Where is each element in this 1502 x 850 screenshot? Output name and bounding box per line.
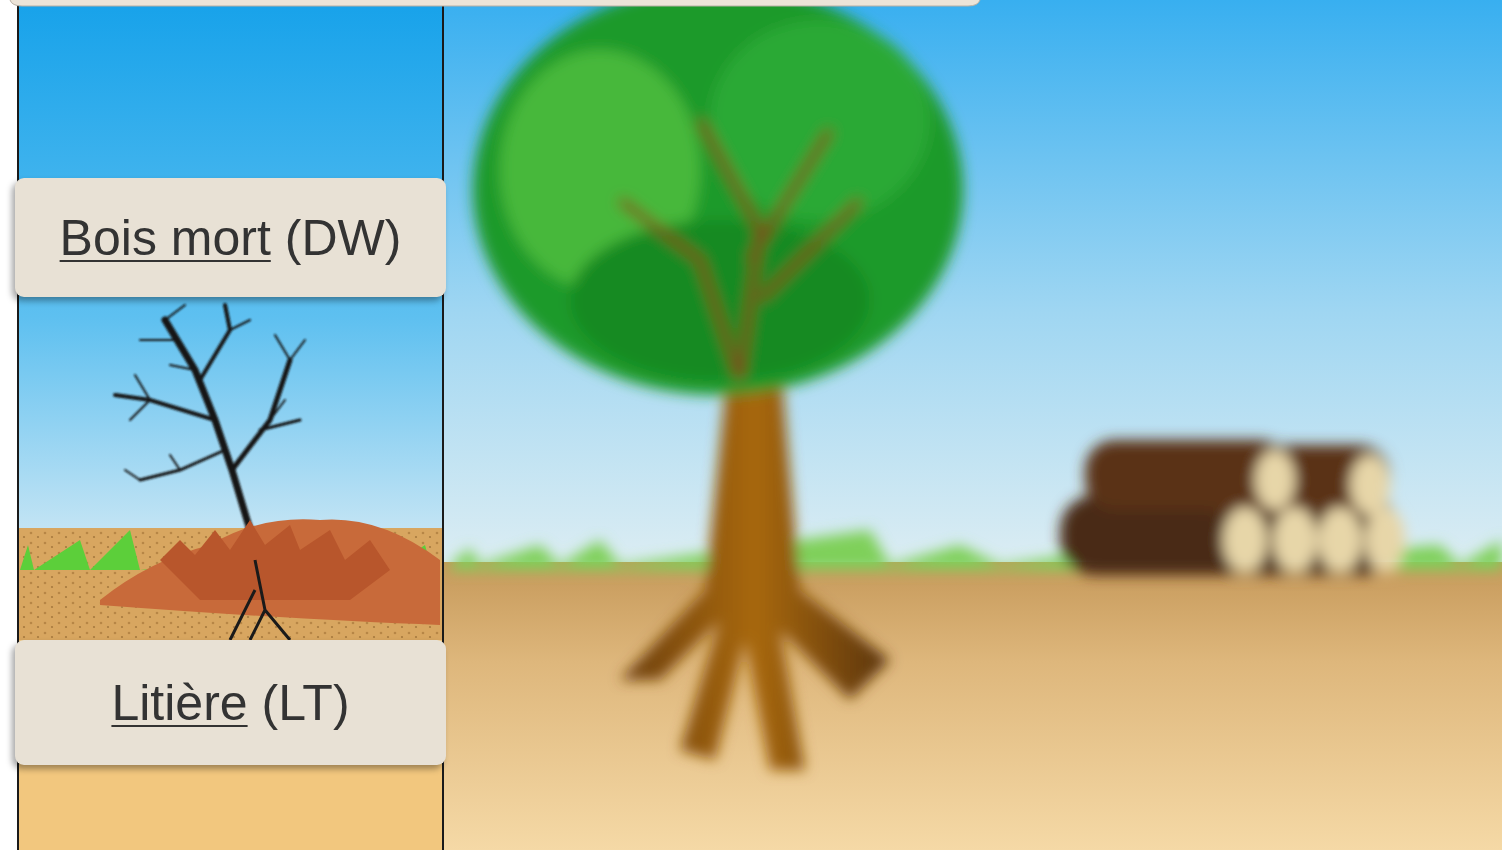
canopy-leaves <box>710 20 930 220</box>
top-box-edge <box>10 0 980 6</box>
branches <box>620 120 860 380</box>
dead-tree <box>115 305 305 530</box>
canopy-leaves <box>570 220 870 380</box>
panel-sky <box>18 0 443 530</box>
label-box: Litière (LT) <box>15 640 446 765</box>
log-pile <box>1060 440 1405 575</box>
leaf-litter <box>100 519 440 640</box>
soil <box>443 562 1502 850</box>
term-code: (DW) <box>285 209 402 267</box>
label-box: Bois mort(DW) <box>15 178 446 297</box>
term-link: Bois mort <box>60 209 271 267</box>
blurred-scene <box>450 0 1502 770</box>
term-link: Litière <box>111 674 247 732</box>
sky <box>443 0 1502 565</box>
term-code: (LT) <box>262 674 350 732</box>
tree-canopy <box>473 0 963 395</box>
